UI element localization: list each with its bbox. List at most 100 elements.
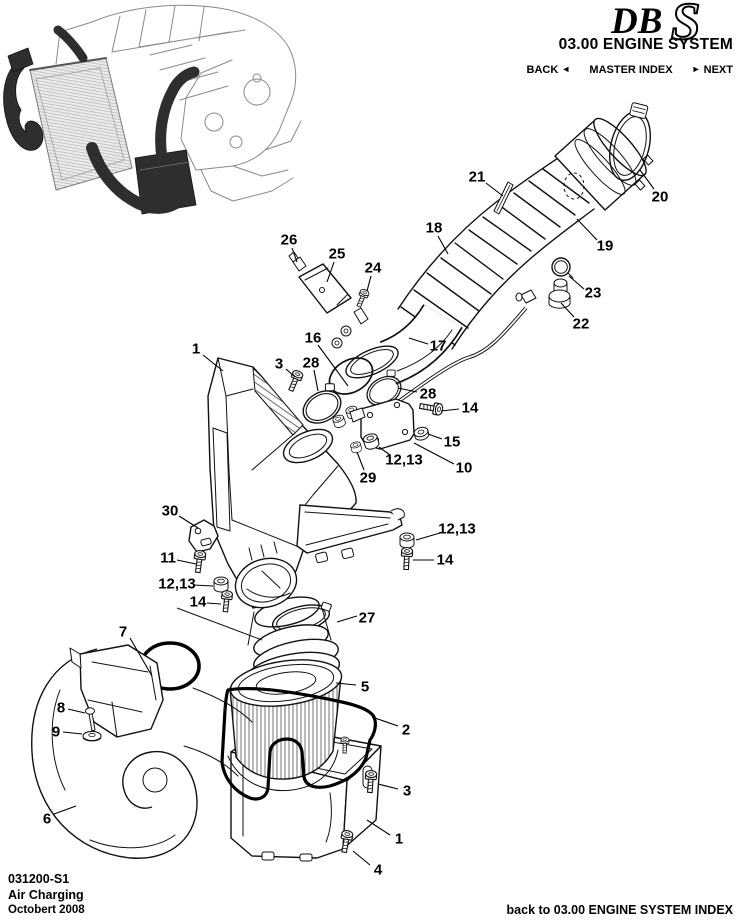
hose-elbow-fitting [520,289,537,304]
air-filter-assembly [227,596,343,792]
bolt-14-upper [418,399,445,417]
leader-line [408,337,429,345]
callout-25: 25 [329,246,346,263]
connector-22 [548,278,571,309]
callout-24: 24 [365,260,382,277]
leader-line [639,169,655,190]
leader-line [317,344,349,387]
callout-12,13: 12,13 [158,576,196,593]
snorkel-hatch [253,368,303,435]
logo-db-text: DB [611,1,662,42]
dark-duct-sketch [3,47,197,215]
callout-4: 4 [374,862,383,879]
cover-mouth-oval [282,428,334,464]
page-title: 03.00 ENGINE SYSTEM [558,36,733,53]
leader-line [62,731,83,735]
callout-9: 9 [52,724,60,741]
callout-3: 3 [275,356,283,373]
leader-line [397,387,418,393]
leader-line [352,850,371,866]
callout-29: 29 [360,470,377,487]
radiator-sketch [29,57,133,191]
callout-14: 14 [462,400,479,417]
callout-21: 21 [469,169,486,186]
leader-line [313,369,319,392]
shield-screw-8 [85,707,96,732]
callout-12,13: 12,13 [385,452,423,469]
callout-23: 23 [585,285,602,302]
leader-line [176,559,197,565]
bolt-3-upper [285,368,305,394]
leader-line [413,442,455,465]
leader-line [485,182,504,197]
leader-line [377,783,399,790]
leader-line [560,302,575,318]
bracket-plate-10 [349,398,415,450]
callout-5: 5 [361,679,369,696]
callout-28: 28 [303,355,320,372]
nav-next-link[interactable]: NEXT [703,64,733,76]
document-code: 031200-S1 [8,872,70,886]
document-title: Air Charging [8,888,84,902]
callout-27: 27 [359,610,376,627]
leader-line [206,602,222,605]
dbs-logo: DB S [611,0,701,44]
bush-29 [349,440,363,455]
leader-line [576,218,598,241]
callout-10: 10 [456,460,473,477]
leader-line [366,275,372,292]
intake-scroll-duct [31,641,253,859]
nav-back-link[interactable]: BACK [526,64,559,76]
map-sensor-25 [288,251,352,314]
support-bracket-arm [296,504,405,564]
callout-12,13: 12,13 [438,521,476,538]
engine-thumbnail-illustration [3,4,302,215]
elbow-mouth-band [345,345,399,379]
callout-30: 30 [162,503,179,520]
callout-17: 17 [430,338,447,355]
leader-line [371,716,399,727]
bolt-14-right [400,546,414,571]
leader-line [285,368,296,378]
bush-12-13-left [213,576,229,593]
callout-15: 15 [444,434,461,451]
callout-28: 28 [420,386,437,403]
leader-line [202,354,224,372]
airbox-seal-2 [220,686,377,801]
hose-clamp-20 [609,102,651,181]
callout-20: 20 [652,189,669,206]
clamp-eyelets [331,307,369,349]
callout-18: 18 [426,220,443,237]
leader-line [291,247,298,263]
leader-line [178,515,199,529]
leader-line [440,408,460,412]
callout-22: 22 [573,316,590,333]
leader-line [568,275,585,290]
leader-line [176,607,263,641]
callout-3: 3 [403,783,411,800]
leader-line [378,446,391,456]
callout-11: 11 [160,550,176,567]
bolt-24 [354,287,371,309]
bracket-30 [188,519,219,553]
nav-master-index-link[interactable]: MASTER INDEX [589,64,673,76]
leader-line [366,819,391,836]
nut-15 [412,425,431,443]
bolt-11 [191,549,207,574]
vacuum-hose [393,289,537,406]
callout-6: 6 [43,811,51,828]
callout-7: 7 [119,624,127,641]
document-date: Octobert 2008 [8,904,85,916]
leader-line [67,708,86,714]
elbow-duct-17 [345,303,463,385]
seal-strip-21 [493,181,514,215]
back-to-index-link[interactable]: back to 03.00 ENGINE SYSTEM INDEX [506,903,733,917]
callout-19: 19 [597,238,614,255]
callout-8: 8 [57,700,65,717]
callout-14: 14 [190,594,207,611]
callout-2: 2 [402,722,410,739]
clamp-23 [551,257,574,279]
leader-line [129,637,153,677]
leader-line [437,235,449,255]
